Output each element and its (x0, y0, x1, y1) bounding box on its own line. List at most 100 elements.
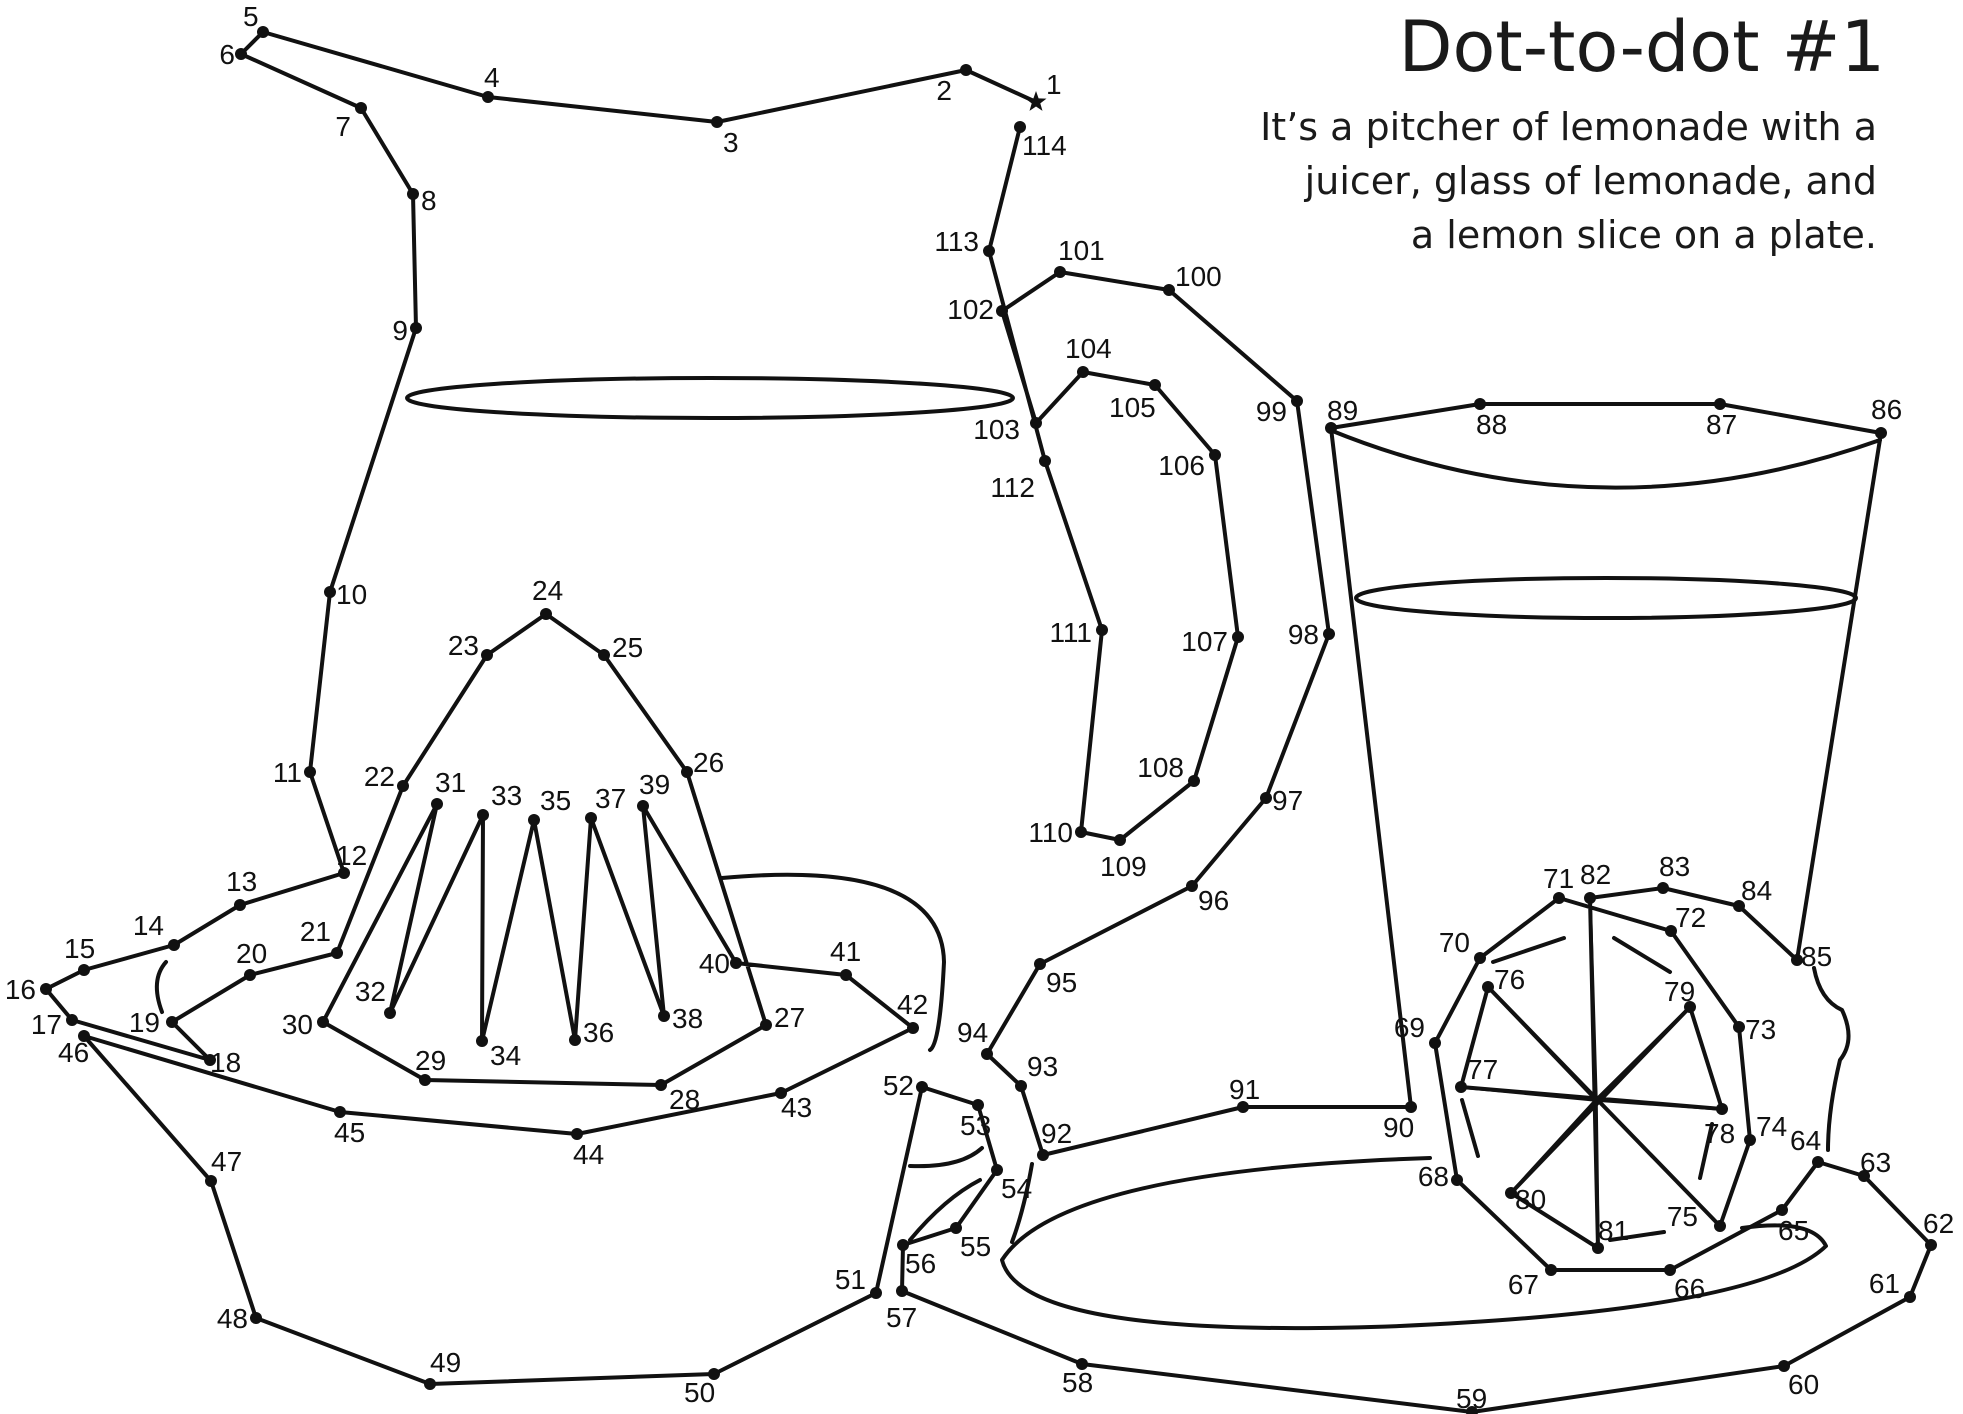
dot-label-11: 11 (273, 757, 302, 788)
dot-90 (1405, 1101, 1417, 1113)
dot-label-106: 106 (1158, 450, 1205, 481)
dot-label-34: 34 (490, 1040, 521, 1071)
dot-78 (1716, 1103, 1728, 1115)
dot-label-56: 56 (905, 1248, 936, 1279)
dot-label-77: 77 (1467, 1054, 1498, 1085)
dot-label-18: 18 (210, 1047, 241, 1078)
juicer-handle-hook (154, 960, 168, 1014)
dot-label-110: 110 (1028, 817, 1073, 848)
dot-95 (1034, 958, 1046, 970)
dot-105 (1149, 379, 1161, 391)
dot-17 (66, 1014, 78, 1026)
dot-41 (840, 969, 852, 981)
dot-26 (681, 766, 693, 778)
dot-13 (234, 899, 246, 911)
dot-label-109: 109 (1100, 851, 1147, 882)
dot-11 (304, 766, 316, 778)
dot-60 (1778, 1360, 1790, 1372)
dot-label-83: 83 (1659, 851, 1690, 882)
dot-103 (1030, 417, 1042, 429)
dot-35 (528, 814, 540, 826)
dot-92 (1037, 1149, 1049, 1161)
dot-label-65: 65 (1778, 1215, 1809, 1246)
dot-label-26: 26 (693, 747, 724, 778)
dot-label-31: 31 (435, 767, 466, 798)
dot-23 (481, 649, 493, 661)
dot-86 (1875, 427, 1887, 439)
dot-label-72: 72 (1675, 902, 1706, 933)
dot-label-79: 79 (1664, 976, 1695, 1007)
glass-liquid-ellipse (1354, 576, 1858, 620)
dot-57 (896, 1285, 908, 1297)
dot-label-7: 7 (335, 111, 351, 142)
dot-label-14: 14 (133, 910, 164, 941)
dot-label-59: 59 (1456, 1383, 1487, 1414)
dot-label-23: 23 (448, 630, 479, 661)
dot-79 (1684, 1001, 1696, 1013)
dot-label-61: 61 (1869, 1268, 1900, 1299)
dot-98 (1323, 628, 1335, 640)
juicer-bowl-rim (720, 872, 946, 1052)
dot-22 (397, 780, 409, 792)
dot-49 (424, 1378, 436, 1390)
dot-label-6: 6 (219, 39, 235, 70)
connection-path (44, 30, 1933, 1414)
dot-label-66: 66 (1674, 1273, 1705, 1304)
dot-109 (1114, 834, 1126, 846)
dot-89 (1325, 422, 1337, 434)
decorative-outlines (154, 376, 1882, 1331)
dot-55 (950, 1222, 962, 1234)
dot-label-101: 101 (1058, 235, 1105, 266)
dot-label-5: 5 (243, 1, 259, 32)
juicer-spout-curve (908, 1146, 984, 1169)
dot-label-112: 112 (990, 472, 1035, 503)
dot-42 (907, 1022, 919, 1034)
dot-label-37: 37 (595, 783, 626, 814)
lemon-segment-2 (1612, 936, 1672, 974)
dot-label-68: 68 (1418, 1161, 1449, 1192)
dot-46 (78, 1030, 90, 1042)
dot-56 (897, 1239, 909, 1251)
star-icon (1025, 91, 1047, 111)
dot-37 (585, 812, 597, 824)
dot-label-25: 25 (612, 632, 643, 663)
dot-44 (571, 1128, 583, 1140)
dot-40 (730, 957, 742, 969)
dot-label-57: 57 (886, 1302, 917, 1333)
dot-33 (477, 809, 489, 821)
dot-label-111: 111 (1049, 617, 1092, 648)
dot-19 (166, 1016, 178, 1028)
dot-7 (355, 102, 367, 114)
lemon-rind-bump (1812, 966, 1851, 1152)
dot-label-67: 67 (1508, 1269, 1539, 1300)
dot-70 (1474, 952, 1486, 964)
dot-88 (1474, 398, 1486, 410)
dot-106 (1209, 449, 1221, 461)
dot-104 (1077, 366, 1089, 378)
dot-47 (205, 1175, 217, 1187)
dot-label-97: 97 (1272, 785, 1303, 816)
dot-label-44: 44 (573, 1139, 604, 1170)
dot-50 (708, 1368, 720, 1380)
dot-111 (1096, 624, 1108, 636)
subtitle-line-1: It’s a pitcher of lemonade with a (1260, 105, 1877, 149)
lemon-segment-5 (1608, 1230, 1666, 1242)
dot-label-82: 82 (1580, 859, 1611, 890)
dot-54 (991, 1164, 1003, 1176)
dot-label-98: 98 (1288, 619, 1319, 650)
dot-110 (1075, 826, 1087, 838)
lemon-spokes (1459, 896, 1724, 1250)
dot-label-27: 27 (774, 1002, 805, 1033)
dot-25 (598, 649, 610, 661)
dot-96 (1186, 880, 1198, 892)
dot-label-32: 32 (355, 976, 386, 1007)
dot-label-94: 94 (957, 1017, 988, 1048)
dot-69 (1429, 1037, 1441, 1049)
dot-100 (1163, 284, 1175, 296)
dot-label-99: 99 (1256, 396, 1287, 427)
dot-66 (1664, 1264, 1676, 1276)
dot-label-38: 38 (672, 1003, 703, 1034)
dot-label-88: 88 (1476, 409, 1507, 440)
dot-6 (235, 48, 247, 60)
dot-label-45: 45 (334, 1117, 365, 1148)
